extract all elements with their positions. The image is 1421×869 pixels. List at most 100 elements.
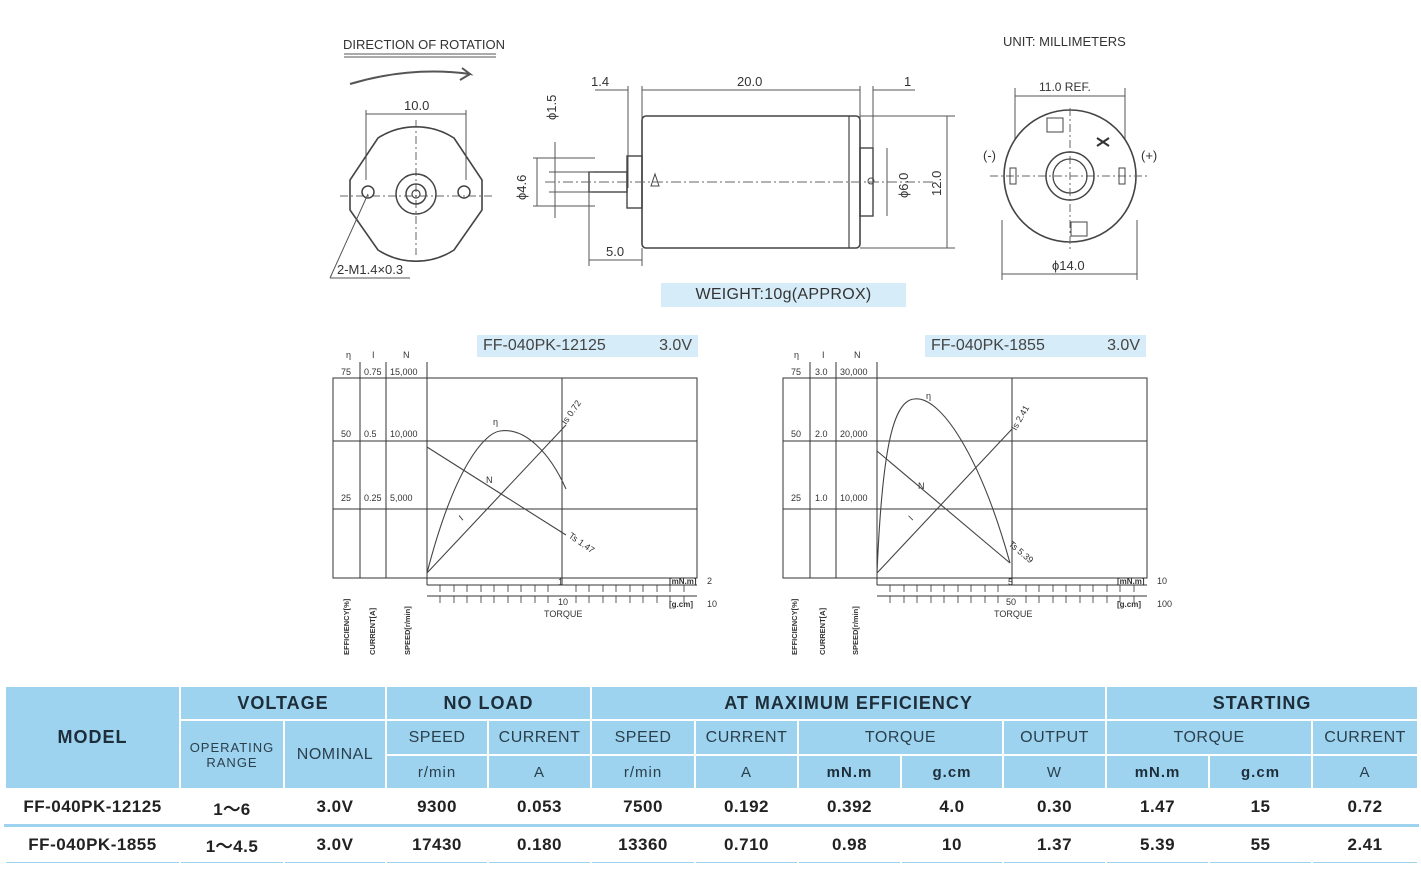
cell-nl-speed: 9300: [385, 788, 489, 828]
cell-me-current: 0.710: [694, 824, 799, 863]
cell-me-torque-mnm: 0.392: [797, 788, 902, 828]
chart2-header-eta: η: [794, 350, 799, 360]
weight-label: WEIGHT:10g(APPROX): [661, 283, 906, 307]
chart2-gcm-end: 100: [1157, 599, 1172, 609]
chart2-gcm-mid: 50: [1006, 597, 1016, 607]
chart2-unit-gcm: [g.cm]: [1117, 600, 1141, 609]
chart1-n-tick-1: 15,000: [390, 367, 418, 377]
col-nl-speed-header: SPEED: [385, 719, 489, 756]
dim-1: 1: [904, 74, 912, 89]
chart2-speed-line: [876, 450, 1011, 564]
chart1-ticks: [439, 585, 685, 603]
cell-me-torque-gcm: 10: [900, 824, 1004, 863]
chart1-curve-eta-label: η: [493, 417, 498, 427]
chart2-efficiency-curve: [876, 398, 1011, 574]
col-max-eff-header: AT MAXIMUM EFFICIENCY: [589, 684, 1108, 722]
unit-nl-current: A: [487, 753, 592, 791]
cell-me-current: 0.192: [694, 788, 799, 828]
chart2-eta-tick-25: 25: [791, 493, 801, 503]
cell-nl-current: 0.180: [487, 824, 592, 863]
unit-me-torque-gcm: g.cm: [900, 753, 1004, 791]
chart2-curve-i-label: I: [906, 514, 915, 523]
cell-st-torque-mnm: 5.39: [1105, 824, 1211, 863]
chart1-unit-mnm: [mN.m]: [669, 577, 697, 586]
chart2-curve-n-label: N: [918, 481, 925, 491]
chart2-n-tick-3: 10,000: [840, 493, 868, 503]
cell-me-torque-mnm: 0.98: [797, 824, 902, 863]
cell-me-output: 1.37: [1001, 824, 1108, 863]
chart1-title: FF-040PK-12125 3.0V: [477, 335, 698, 357]
dim-phi-6-0: ϕ6.0: [896, 172, 911, 198]
chart1-gcm-mid: 10: [558, 597, 568, 607]
chart1-header-i: I: [372, 350, 375, 360]
cell-nominal: 3.0V: [283, 824, 387, 863]
chart2-curve-eta-label: η: [926, 391, 931, 401]
cell-model: FF-040PK-12125: [4, 788, 181, 828]
rear-view-drawing: [990, 88, 1150, 280]
chart2-torque-end: 10: [1157, 576, 1167, 586]
unit-me-output: W: [1001, 753, 1108, 791]
chart2-current-line: [876, 428, 1013, 574]
header-row-1: MODEL VOLTAGE NO LOAD AT MAXIMUM EFFICIE…: [4, 684, 1420, 791]
chart2-n-tick-2: 20,000: [840, 429, 868, 439]
chart1-axis-current: CURRENT[A]: [368, 607, 377, 655]
chart1-model: FF-040PK-12125: [483, 337, 606, 354]
chart2-model: FF-040PK-1855: [931, 337, 1045, 354]
dim-1-4: 1.4: [591, 74, 610, 89]
chart2-title: FF-040PK-1855 3.0V: [925, 335, 1146, 357]
chart1-curve-n-label: N: [486, 475, 493, 485]
unit-label: UNIT: MILLIMETERS: [1003, 34, 1126, 49]
chart2-axis-speed: SPEED[r/min]: [851, 606, 860, 655]
chart1-eta-tick-50: 50: [341, 429, 351, 439]
cell-st-torque-gcm: 15: [1208, 788, 1314, 828]
chart2-eta-tick-50: 50: [791, 429, 801, 439]
chart1-torque-end: 2: [707, 576, 712, 586]
cell-operating-range: 1～4.5: [179, 824, 285, 863]
chart1-header-n: N: [403, 350, 410, 360]
chart1-i-tick-1: 0.75: [364, 367, 382, 377]
cell-me-torque-gcm: 4.0: [900, 788, 1004, 828]
chart1-efficiency-curve: [426, 430, 567, 574]
chart2-eta-tick-75: 75: [791, 367, 801, 377]
chart2-torque-label: TORQUE: [994, 609, 1032, 619]
rear-minus-label: (-): [983, 148, 996, 163]
chart1-plot: η I N 75 50 25 0.75 0.5 0.25 15,000 10,0…: [332, 350, 717, 655]
front-flange-outline: [349, 125, 483, 263]
rear-ref-dim: 11.0 REF.: [1039, 80, 1091, 94]
dim-phi-4-6: ϕ4.6: [514, 174, 529, 200]
cell-nl-current: 0.053: [487, 788, 592, 828]
col-me-output-header: OUTPUT: [1001, 719, 1108, 756]
front-width-dim: 10.0: [404, 98, 430, 113]
table-row: FF-040PK-12125 1～6 3.0V 9300 0.053 7500 …: [4, 788, 1420, 828]
chart1-is-label: Is 0.72: [559, 398, 583, 426]
col-me-speed-header: SPEED: [590, 719, 696, 756]
chart1-i-tick-3: 0.25: [364, 493, 382, 503]
unit-st-torque-gcm: g.cm: [1208, 753, 1314, 791]
chart2-n-tick-1: 30,000: [840, 367, 868, 377]
col-nominal-header: NOMINAL: [283, 719, 387, 791]
chart1-curve-i-label: I: [457, 513, 465, 522]
chart1-axis-speed: SPEED[r/min]: [403, 606, 412, 655]
direction-of-rotation-label: DIRECTION OF ROTATION: [343, 37, 506, 52]
header-row-2: OPERATING RANGE NOMINAL SPEED CURRENT SP…: [5, 719, 1420, 791]
col-starting-header: STARTING: [1105, 684, 1420, 722]
chart2-axis-efficiency: EFFICIENCY[%]: [790, 598, 799, 655]
col-model-header: MODEL: [4, 684, 181, 791]
chart1-current-line: [426, 424, 567, 574]
unit-st-current: A: [1311, 753, 1420, 791]
chart2-axis-current: CURRENT[A]: [818, 607, 827, 655]
dim-5-0: 5.0: [606, 244, 625, 259]
cell-st-current: 0.72: [1311, 788, 1420, 828]
chart2-i-tick-2: 2.0: [815, 429, 828, 439]
front-view-drawing: [329, 53, 496, 279]
col-st-torque-header: TORQUE: [1105, 719, 1314, 756]
chart2-i-tick-3: 1.0: [815, 493, 828, 503]
chart1-i-tick-2: 0.5: [364, 429, 377, 439]
unit-me-current: A: [694, 753, 799, 791]
cell-me-speed: 13360: [590, 824, 696, 863]
cell-st-torque-gcm: 55: [1208, 824, 1314, 863]
rear-plus-label: (+): [1141, 148, 1158, 163]
unit-nl-speed: r/min: [385, 753, 489, 791]
cell-nominal: 3.0V: [283, 788, 387, 828]
chart2-ticks: [889, 585, 1135, 603]
